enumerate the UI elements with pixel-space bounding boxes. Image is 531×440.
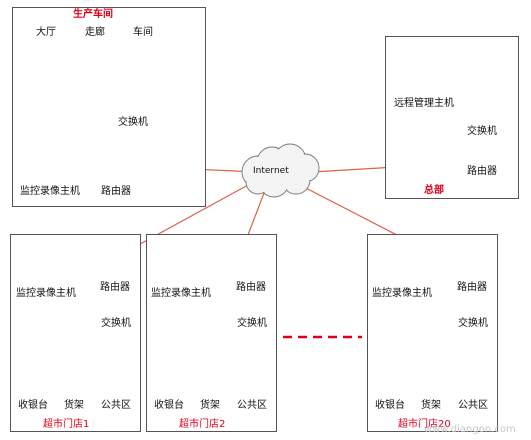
hq-switch-label: 交换机: [467, 126, 497, 137]
internet-cloud-label: Internet: [253, 166, 289, 176]
camera-label-hall: 大厅: [36, 27, 56, 38]
production-router-label: 路由器: [101, 186, 131, 197]
store2-group-box: [146, 234, 277, 432]
camera-label-workshop: 车间: [133, 27, 153, 38]
watermark-text: www.diangon.com: [424, 424, 516, 435]
hq-title: 总部: [424, 185, 444, 196]
store2-camera-label-public: 公共区: [237, 400, 267, 411]
camera-label-corridor: 走廊: [85, 27, 105, 38]
store2-title: 超市门店2: [179, 419, 226, 430]
store1-router-label: 路由器: [100, 282, 130, 293]
store20-camera-label-public: 公共区: [458, 400, 488, 411]
store20-recorder-label: 监控录像主机: [372, 288, 432, 299]
store2-recorder-label: 监控录像主机: [151, 288, 211, 299]
store20-camera-label-shelf: 货架: [421, 400, 441, 411]
production-title: 生产车间: [73, 9, 113, 20]
production-group-box: [12, 7, 206, 207]
store2-camera-label-shelf: 货架: [200, 400, 220, 411]
store2-router-label: 路由器: [236, 282, 266, 293]
store1-camera-label-public: 公共区: [101, 400, 131, 411]
store20-title: 超市门店20: [398, 419, 451, 430]
store20-switch-label: 交换机: [458, 318, 488, 329]
store20-router-label: 路由器: [457, 282, 487, 293]
store20-group-box: [367, 234, 498, 432]
production-recorder-label: 监控录像主机: [20, 186, 80, 197]
internet-cloud-icon: [241, 143, 320, 198]
store1-recorder-label: 监控录像主机: [16, 288, 76, 299]
store20-camera-label-cashier: 收银台: [375, 400, 405, 411]
hq-router-label: 路由器: [467, 166, 497, 177]
store1-camera-label-cashier: 收银台: [18, 400, 48, 411]
store1-switch-label: 交换机: [101, 318, 131, 329]
production-switch-label: 交换机: [118, 117, 148, 128]
store1-title: 超市门店1: [43, 419, 90, 430]
store1-camera-label-shelf: 货架: [64, 400, 84, 411]
hq-group-box: [385, 36, 519, 199]
store1-group-box: [10, 234, 141, 432]
store2-camera-label-cashier: 收银台: [154, 400, 184, 411]
hq-host-label: 远程管理主机: [394, 98, 454, 109]
store2-switch-label: 交换机: [237, 318, 267, 329]
